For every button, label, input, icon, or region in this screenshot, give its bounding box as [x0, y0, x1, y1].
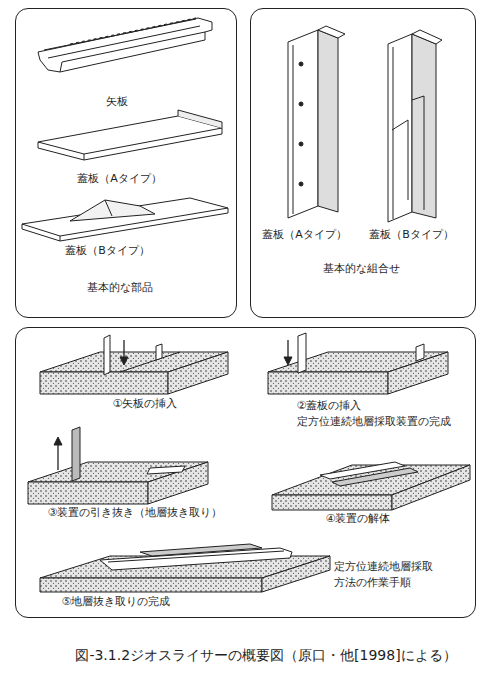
panel-label: 定方位連続地層採取 方法の作業手順	[334, 559, 456, 591]
sheet-pile-edge	[44, 19, 205, 72]
ground-block	[272, 495, 392, 510]
combination-b-top	[412, 30, 442, 44]
sheet-pile	[416, 344, 424, 361]
cover-plate-a	[38, 116, 222, 154]
ground-block	[28, 482, 148, 504]
panel: ①矢板の挿入 ②蓋板の挿入 定方位連続地層採取装置の完成 ③装置の引き抜き（地層抜き…	[15, 327, 476, 618]
soil-slice	[140, 544, 262, 556]
panel-label: 蓋板（Bタイプ）	[362, 227, 462, 243]
panel-label: ①矢板の挿入	[113, 396, 233, 412]
panel-label: 基本的な組合せ	[297, 261, 427, 277]
panel-label: 矢板	[82, 94, 152, 110]
parts	[22, 18, 470, 592]
panel-label: ③装置の引き抜き（地層抜き取り）	[48, 505, 248, 521]
bolt-hole	[299, 102, 303, 106]
cover-plate	[298, 333, 306, 373]
ground-block	[40, 578, 262, 592]
sheet-pile	[38, 18, 212, 72]
arrow-down	[123, 340, 124, 358]
panel-label: ⑤地層抜き取りの完成	[62, 594, 222, 610]
combination-b-edge	[392, 47, 424, 219]
panel-label: 蓋板（Bタイプ）	[38, 243, 178, 259]
combination-a-side	[318, 30, 338, 212]
cover-plate-a-lip	[178, 110, 222, 128]
combination-a-top	[318, 26, 345, 38]
soil-slice	[332, 468, 418, 486]
cover-plate-b-fin-edge	[105, 200, 112, 216]
ground-block	[148, 462, 208, 504]
bolt-hole	[299, 142, 303, 146]
panel-label: ④装置の解体	[326, 511, 446, 527]
combination-a-edge	[293, 45, 294, 214]
sheet-pile	[104, 335, 110, 375]
figure-caption: 図-3.1.2ジオスライサーの概要図（原口・他[1998]による）	[40, 646, 490, 664]
panel: 矢板蓋板（Aタイプ） 蓋板（Bタイプ） 基本的な部品	[15, 8, 237, 318]
arrow-head	[54, 437, 62, 445]
panel-label: 基本的な部品	[50, 280, 190, 296]
panel-label: 蓋板（Aタイプ）	[50, 171, 190, 187]
ground-cut	[120, 352, 180, 372]
ground-block	[262, 556, 330, 592]
extracted-device	[72, 427, 80, 481]
slot-hole	[147, 466, 185, 474]
arrow-head	[284, 357, 292, 365]
arrow-down	[287, 340, 288, 358]
arrow-up	[57, 444, 58, 470]
cover-plate-a-edge	[38, 128, 222, 160]
bolt-hole	[299, 62, 303, 66]
arrow-head	[120, 357, 128, 365]
cover-plate	[156, 344, 162, 360]
bolt-hole	[299, 182, 303, 186]
panel-label: ②蓋板の挿入 定方位連続地層採取装置の完成	[297, 398, 469, 430]
sheet-pile-joint	[70, 18, 196, 44]
ground-block	[168, 352, 228, 394]
panel-label: 蓋板（Aタイプ）	[255, 227, 355, 243]
panel: 蓋板（Aタイプ） 蓋板（Bタイプ） 基本的な組合せ	[250, 8, 476, 318]
ground-block	[268, 372, 388, 394]
cover-plate-b-fin	[70, 200, 155, 221]
combination-a-front	[288, 30, 318, 218]
